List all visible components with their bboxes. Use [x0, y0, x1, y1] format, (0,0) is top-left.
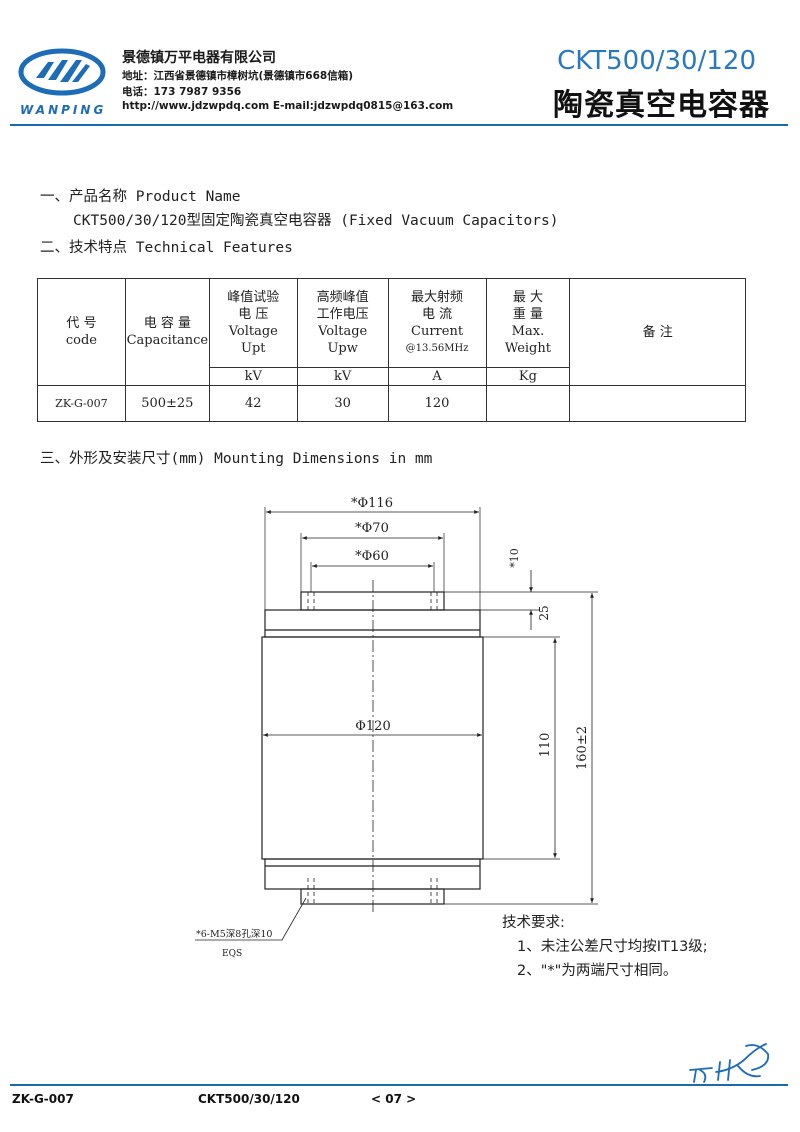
dim-70: *Φ70: [355, 521, 389, 536]
logo-wordmark: WANPING: [20, 103, 107, 117]
dim-120: Φ120: [355, 719, 390, 734]
footer-signature: [686, 1040, 776, 1086]
cell-code: ZK-G-007: [37, 385, 126, 422]
wanping-signature-icon: [689, 1043, 770, 1083]
section-2-heading: 二、技术特点 Technical Features: [40, 240, 293, 256]
top-terminal: [300, 591, 445, 611]
capacitor-drawing: *Φ116 *Φ70 *Φ60 Φ120 *10 25 110 160±2 *6…: [195, 496, 598, 959]
unit-weight: Kg: [485, 367, 571, 386]
company-address: 地址：江西省景德镇市樟树坑(景德镇市668信箱): [122, 70, 354, 82]
company-name: 景德镇万平电器有限公司: [122, 50, 276, 66]
dim-160: 160±2: [575, 726, 590, 770]
unit-current: A: [387, 367, 487, 386]
dim-10: *10: [508, 548, 521, 568]
unit-upt: kV: [208, 367, 298, 386]
cell-weight: [485, 385, 571, 422]
company-phone: 电话：173 7987 9356: [122, 86, 242, 98]
dim-60: *Φ60: [355, 549, 389, 564]
cell-upt: 42: [208, 385, 298, 422]
footer-page: < 07 >: [371, 1092, 417, 1106]
bottom-terminal: [300, 888, 445, 905]
note-eqs: EQS: [222, 949, 242, 959]
header-rule: [10, 124, 788, 126]
requirement-item-2: 2、"*"为两端尺寸相同。: [517, 963, 678, 979]
cell-remarks: [569, 385, 746, 422]
section-3-heading: 三、外形及安装尺寸(mm) Mounting Dimensions in mm: [40, 451, 433, 467]
header-remarks: 备 注: [569, 278, 746, 386]
section-1-body: CKT500/30/120型固定陶瓷真空电容器 (Fixed Vacuum Ca…: [73, 213, 559, 229]
company-web[interactable]: http://www.jdzwpdq.com E-mail:jdzwpdq081…: [122, 100, 454, 112]
footer-rule: [10, 1084, 788, 1086]
wanping-logo-icon: [18, 48, 106, 96]
ceramic-body: [261, 636, 484, 860]
section-1-heading: 一、产品名称 Product Name: [40, 189, 241, 205]
header-title: 陶瓷真空电容器: [553, 88, 770, 123]
footer-model: CKT500/30/120: [198, 1092, 300, 1106]
dim-25: 25: [537, 605, 551, 620]
requirement-item-1: 1、未注公差尺寸均按IT13级;: [517, 939, 708, 955]
cell-capacitance: 500±25: [124, 385, 210, 422]
bottom-flange: [264, 858, 481, 890]
requirements-title: 技术要求:: [502, 915, 565, 931]
company-logo: [18, 48, 106, 96]
dim-116: *Φ116: [351, 496, 393, 511]
cell-upw: 30: [296, 385, 389, 422]
footer-code: ZK-G-007: [12, 1092, 74, 1106]
note-holes: *6-M5深8孔深10: [196, 929, 272, 940]
table-row: ZK-G-007 500±25 42 30 120: [37, 385, 746, 422]
dim-110: 110: [538, 733, 553, 758]
cell-current: 120: [387, 385, 487, 422]
unit-upw: kV: [296, 367, 389, 386]
top-flange: [264, 609, 481, 638]
header-model: CKT500/30/120: [557, 46, 756, 76]
